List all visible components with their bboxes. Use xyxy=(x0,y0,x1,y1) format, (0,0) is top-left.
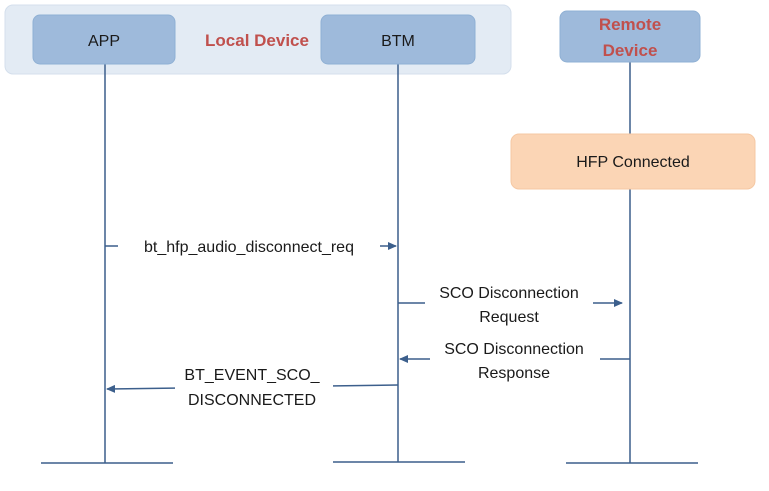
msg-disconnect-req-label: bt_hfp_audio_disconnect_req xyxy=(144,239,354,256)
msg-sco-disc-request-label-line1: SCO Disconnection xyxy=(439,285,579,302)
hfp-connected-state-box xyxy=(510,133,756,190)
msg-sco-disc-request-label-bg xyxy=(425,282,593,328)
app-participant-box xyxy=(32,14,176,65)
local-device-group-label: Local Device xyxy=(205,31,309,50)
msg-sco-disc-request-label-line2: Request xyxy=(479,309,539,326)
remote-participant-label-line2: Device xyxy=(603,41,658,60)
remote-participant-box xyxy=(559,10,701,63)
btm-participant-label: BTM xyxy=(381,33,415,50)
hfp-connected-state-label: HFP Connected xyxy=(576,154,690,171)
msg-sco-disconnected-label-bg xyxy=(175,364,333,411)
msg-sco-disc-response-label-line2: Response xyxy=(478,365,550,382)
msg-sco-disconnected-label-line2: DISCONNECTED xyxy=(188,392,316,409)
btm-participant-box xyxy=(320,14,476,65)
msg-disconnect-req-label-bg xyxy=(118,234,380,258)
msg-sco-disconnected-label-line1: BT_EVENT_SCO_ xyxy=(184,367,320,384)
msg-sco-disc-response-label-bg xyxy=(430,338,600,384)
msg-sco-disc-response-label-line1: SCO Disconnection xyxy=(444,341,584,358)
remote-participant-label-line1: Remote xyxy=(599,15,661,34)
app-participant-label: APP xyxy=(88,33,120,50)
